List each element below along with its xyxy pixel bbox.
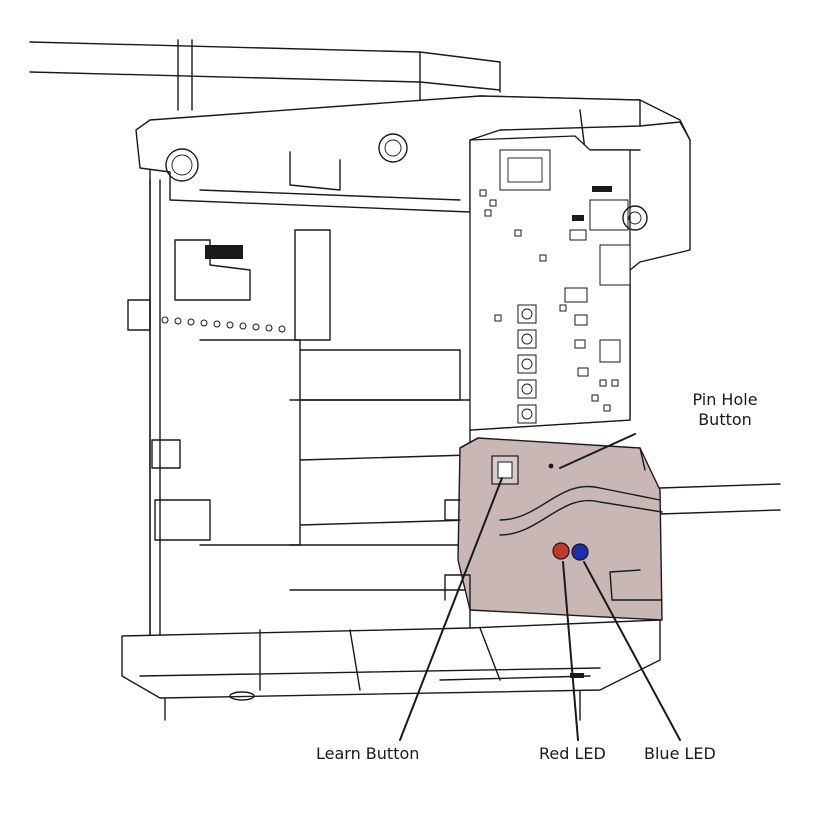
pin-hole-label-line-1: Pin Hole <box>692 390 758 409</box>
red-led <box>552 542 570 560</box>
pin-hole-button <box>548 463 554 469</box>
leader-learn-button <box>399 477 503 741</box>
circuit-board <box>469 135 648 431</box>
red-led-label: Red LED <box>539 744 606 763</box>
left-connector-row <box>161 316 286 333</box>
leader-red-led <box>562 561 579 741</box>
blue-led <box>571 543 589 561</box>
mounting-rails <box>29 39 781 721</box>
pin-hole-label-line-2: Button <box>698 410 752 429</box>
learn-button <box>497 461 513 479</box>
enclosure-body <box>457 437 663 621</box>
leader-pin-hole <box>559 433 636 469</box>
base-plate <box>121 619 661 701</box>
blue-led-label: Blue LED <box>644 744 716 763</box>
module-enclosure <box>444 437 663 621</box>
pin-hole-button-label: Pin Hole Button <box>670 390 780 430</box>
leader-lines <box>399 433 681 741</box>
leader-blue-led <box>583 561 681 741</box>
learn-button-label: Learn Button <box>316 744 420 763</box>
